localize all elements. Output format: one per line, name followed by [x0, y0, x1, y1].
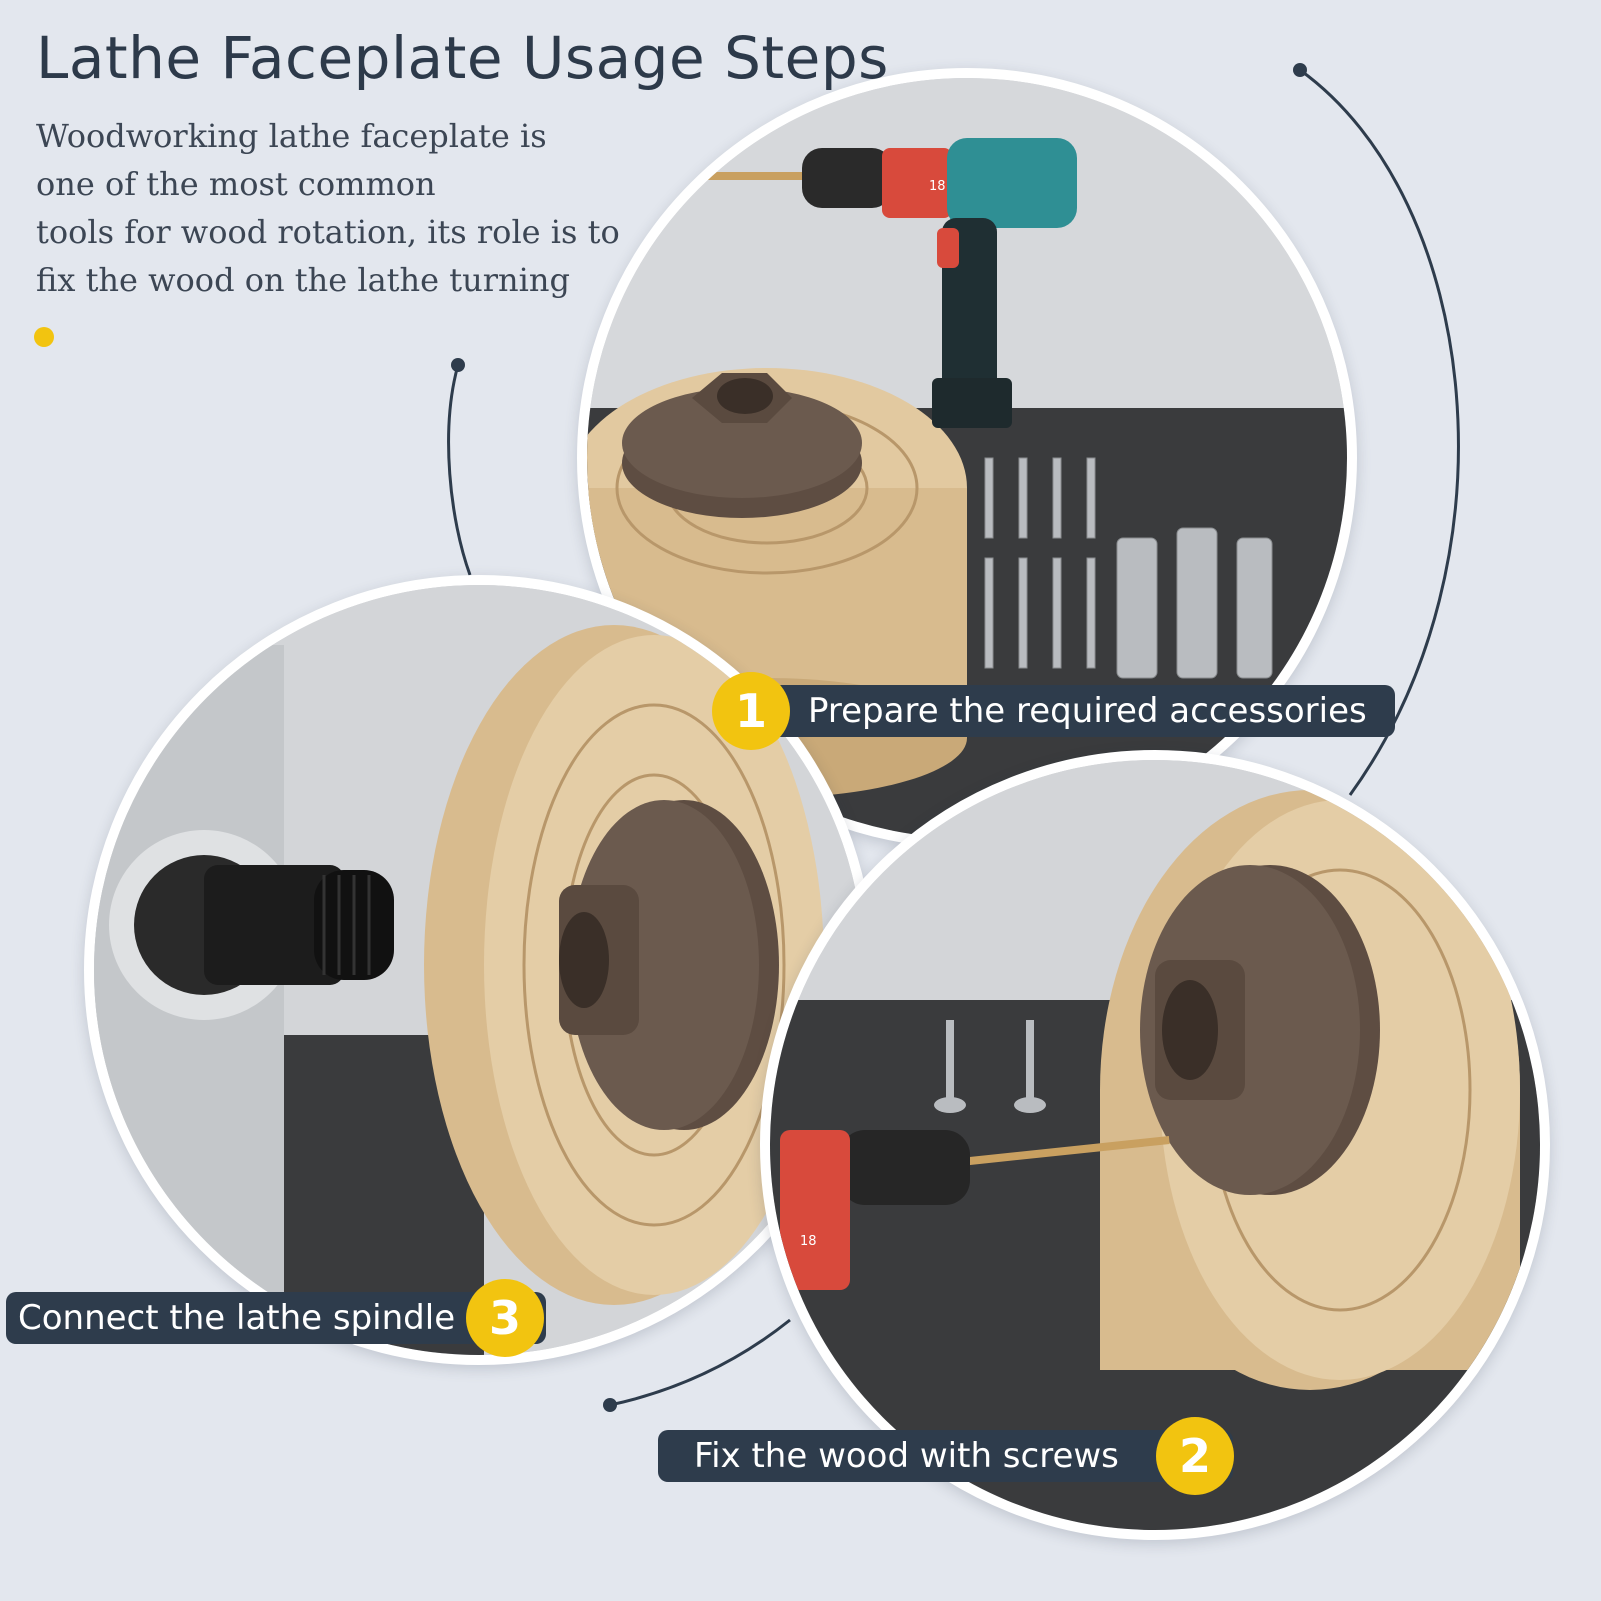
step-1-label-text: Prepare the required accessories [808, 691, 1367, 731]
drill-bit [707, 172, 817, 180]
connector-arc-top-right [1299, 68, 1460, 796]
drill-body [780, 1130, 850, 1290]
drill-marking: 18 [929, 179, 946, 194]
step-3-label: Connect the lathe spindle [6, 1292, 546, 1344]
step-2-label: Fix the wood with screws [658, 1430, 1233, 1482]
description: Woodworking lathe faceplate is one of th… [36, 112, 636, 304]
step-2-badge: 2 [1156, 1417, 1234, 1495]
description-line: fix the wood on the lathe turning [36, 261, 570, 299]
description-line: one of the most common [36, 165, 436, 203]
step-1-badge: 1 [712, 672, 790, 750]
connector-dot-top-right [1293, 63, 1307, 77]
connector-dot-bottom [603, 1398, 617, 1412]
accent-dot [34, 327, 54, 347]
drill-body [947, 138, 1077, 228]
description-line: Woodworking lathe faceplate is [36, 117, 547, 155]
screws [984, 457, 1273, 679]
description-line: tools for wood rotation, its role is to [36, 213, 620, 251]
drill-chuck [840, 1130, 970, 1205]
lathe-spindle [204, 865, 344, 985]
drill-marking: 18 [800, 1234, 817, 1249]
drill-bit [960, 1136, 1170, 1166]
step-2-image: 18 [760, 750, 1550, 1540]
step-2-illustration: 18 [770, 760, 1540, 1530]
step-1-label: Prepare the required accessories [720, 685, 1395, 737]
connector-dot-left [451, 358, 465, 372]
drill-chuck [802, 148, 892, 208]
step-3-badge: 3 [466, 1279, 544, 1357]
step-2-label-text: Fix the wood with screws [694, 1436, 1119, 1476]
connector-arc-left [447, 364, 472, 576]
screws [934, 1020, 1046, 1113]
step-3-label-text: Connect the lathe spindle [18, 1298, 456, 1338]
